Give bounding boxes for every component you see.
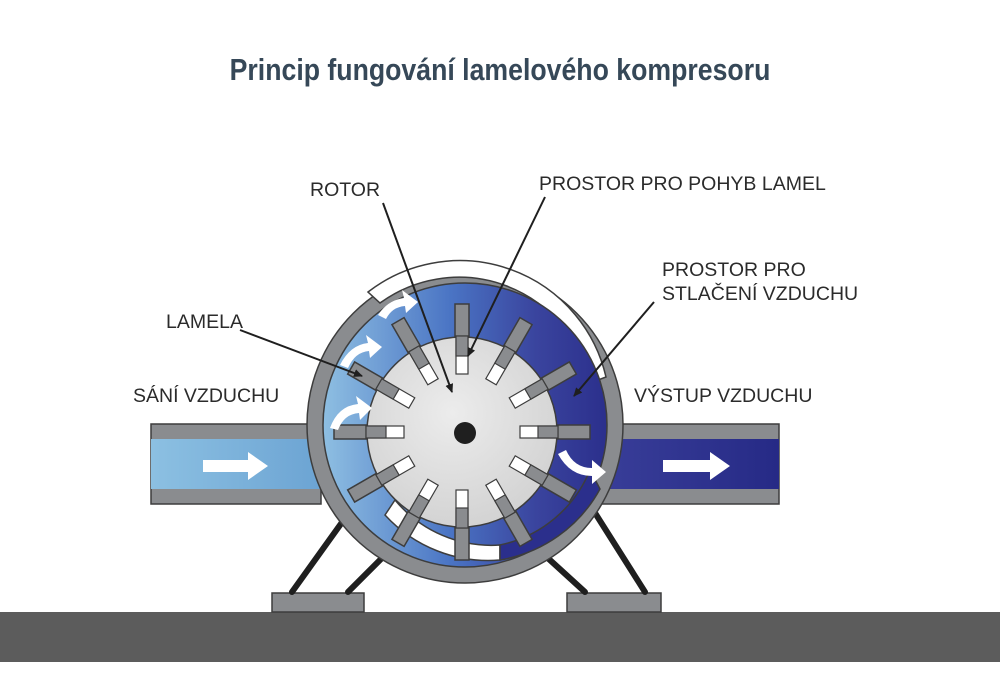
vane-slot [407, 478, 440, 519]
label-rotor: ROTOR [310, 179, 380, 201]
flow-curve-2 [340, 335, 382, 368]
rotor-pointer [382, 202, 454, 393]
vane-slot [455, 335, 469, 375]
vane-slot [365, 425, 405, 439]
ground [0, 612, 1000, 662]
vane-slot [519, 425, 559, 439]
vane-pointer [239, 329, 363, 377]
rotor-slots [365, 335, 559, 529]
label-intake: SÁNÍ VZDUCHU [133, 384, 279, 407]
intake-arrow [203, 452, 268, 480]
compression-pointer [573, 301, 655, 397]
vane-slot [407, 345, 440, 386]
label-vane-space: PROSTOR PRO POHYB LAMEL [539, 173, 826, 195]
vane-slot [484, 345, 517, 386]
page-title: Princip fungování lamelového kompresoru [229, 52, 771, 87]
label-outlet: VÝSTUP VZDUCHU [634, 384, 812, 407]
label-compression-2: STLAČENÍ VZDUCHU [662, 282, 858, 305]
leader-lines [239, 196, 655, 397]
label-vane: LAMELA [166, 311, 243, 333]
flow-curve-3 [378, 290, 418, 319]
flow-curve-4 [558, 450, 606, 484]
vane-slot [375, 377, 416, 410]
vane-slot [375, 454, 416, 487]
vane-slot [508, 377, 549, 410]
vane-slot [484, 478, 517, 519]
label-compression-1: PROSTOR PRO [662, 259, 806, 281]
vane-slot [508, 454, 549, 487]
outlet-arrow [663, 452, 730, 480]
left-foot [271, 592, 365, 613]
vane-space-pointer [467, 196, 546, 357]
upper-channel [366, 259, 607, 385]
flow-arrows [203, 290, 730, 484]
flow-curve-1 [330, 396, 372, 430]
right-foot [566, 592, 662, 613]
vane-slot [455, 489, 469, 529]
rotor-shaft [454, 422, 476, 444]
